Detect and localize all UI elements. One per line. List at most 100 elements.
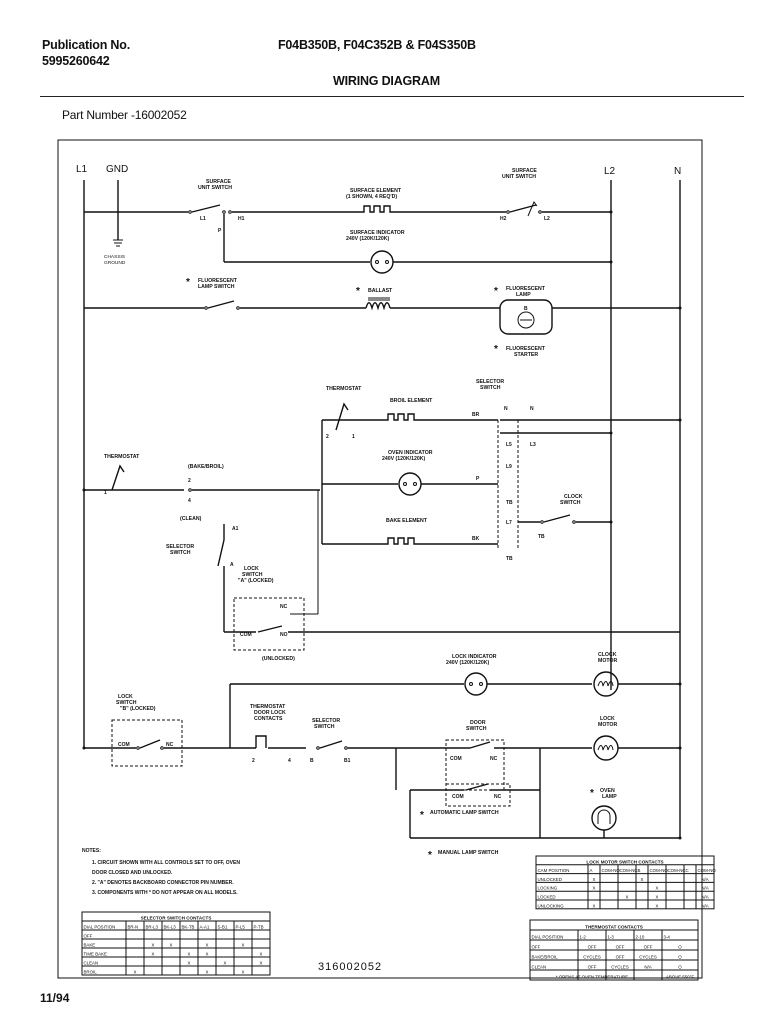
term-l9: L9 — [506, 464, 512, 470]
lock-motor-table-title: LOCK MOTOR SWITCH CONTACTS — [586, 859, 663, 864]
lock-motor-table-cell: X — [656, 886, 659, 891]
selector-table-cell: X — [206, 952, 209, 957]
selector-table-title: SELECTOR SWITCH CONTACTS — [141, 916, 212, 921]
selector-switch-left — [217, 539, 225, 567]
selector-table-header: BR-N — [128, 925, 139, 930]
lock-motor-table-header: C — [686, 868, 689, 873]
selector-table-cell: X — [224, 961, 227, 966]
term-fl-b: B — [524, 306, 528, 312]
surface-unit-switch-right — [506, 201, 542, 217]
bus-label-l1: L1 — [76, 164, 88, 175]
door-nc: NC — [490, 756, 498, 762]
term-bk: BK — [472, 536, 480, 542]
thermostat-table-title: THERMOSTAT CONTACTS — [585, 925, 643, 930]
term-p-oven: P — [476, 476, 480, 482]
thermostat-table-cell: OFF — [588, 945, 597, 950]
oven-lamp — [591, 805, 617, 831]
selector-table-cell: X — [260, 961, 263, 966]
note-line-2: DOOR CLOSED AND UNLOCKED. — [92, 870, 173, 876]
lock-b-nc: NC — [166, 742, 174, 748]
thermostat-table-header: 3-4 — [664, 935, 671, 940]
surface-indicator-lamp — [370, 250, 394, 274]
term-bb-2: 2 — [188, 478, 191, 484]
term-sel-b1: B1 — [344, 758, 351, 764]
ballast — [365, 297, 391, 311]
lock-switch-b-box — [111, 719, 183, 767]
note-line-3: 2. "A" DENOTES BACKBOARD CONNECTOR PIN N… — [92, 880, 234, 886]
term-tb-2: TB — [538, 534, 545, 540]
thermostat-table-header: 2-10 — [636, 935, 645, 940]
bus-label-n: N — [674, 166, 681, 177]
lock-indicator-lamp — [464, 672, 488, 696]
lock-motor-table-cell: N/A — [701, 877, 708, 882]
selector-table-cell: BROIL — [84, 970, 98, 975]
term-tdl-2: 2 — [252, 758, 255, 764]
selector-table-cell: X — [206, 943, 209, 948]
thermostat-table-cell: CYCLES — [583, 955, 601, 960]
term-tb-3: TB — [506, 556, 513, 562]
selector-table-header: BK-TB — [182, 925, 195, 930]
oven-lamp-star: * — [590, 788, 594, 799]
lock-b-com: COM — [118, 742, 130, 748]
automatic-lamp-switch-star: * — [420, 810, 424, 821]
bake-element-label: BAKE ELEMENT — [386, 518, 428, 524]
lock-motor — [593, 735, 619, 761]
model-numbers: F04B350B, F04C352B & F04S350B — [278, 38, 476, 52]
clock-switch — [543, 514, 571, 523]
lock-motor-table-header: COM-NO — [698, 868, 717, 873]
lock-motor-table-cell: UNLOCKING — [538, 903, 565, 908]
lock-motor-table-cell: X — [593, 903, 596, 908]
manual-lamp-switch-star: * — [428, 850, 432, 861]
part-number: Part Number -16002052 — [62, 108, 187, 122]
unlocked-label: (UNLOCKED) — [262, 656, 295, 662]
selector-table-header: P-L5 — [236, 925, 246, 930]
thermostat-table-cell: O — [678, 955, 682, 960]
lock-motor-table-cell: X — [593, 886, 596, 891]
drawing-number: 316002052 — [318, 961, 382, 973]
thermostat-table-cell: * OPENS AT OVEN TEMPERATURE — [556, 975, 628, 980]
surface-unit-switch-left-contact — [191, 204, 221, 213]
broil-element-label: BROIL ELEMENT — [390, 398, 433, 404]
surface-element-label: SURFACE ELEMENT(1 SHOWN, 4 REQ'D) — [346, 188, 402, 200]
thermostat-top — [335, 402, 349, 431]
clock-motor — [593, 671, 619, 697]
automatic-lamp-switch-box — [445, 783, 511, 807]
lock-motor-table-cell: X — [656, 903, 659, 908]
term-l2-surface: L2 — [544, 216, 550, 222]
clean-label: (CLEAN) — [180, 516, 202, 522]
selector-table-cell: X — [260, 952, 263, 957]
fluorescent-starter-star: * — [494, 344, 498, 355]
thermostat-table-cell: O — [678, 965, 682, 970]
surface-element — [360, 205, 394, 213]
selector-table-cell: X — [152, 943, 155, 948]
selector-table-header: BR-L3 — [146, 925, 159, 930]
lock-motor-table-cell: LOCKING — [538, 886, 558, 891]
thermostat-table-cell: CYCLES — [639, 955, 657, 960]
selector-table-cell: CLEAN — [84, 961, 99, 966]
thermostat-table-cell: CLEAN — [532, 965, 547, 970]
thermostat-top-label: THERMOSTAT — [326, 386, 362, 392]
fluorescent-lamp — [499, 299, 553, 335]
lock-a-com: COM — [240, 632, 252, 638]
term-thermo-2: 2 — [326, 434, 329, 440]
broil-element — [384, 413, 418, 421]
thermostat-table-cell: OFF — [616, 945, 625, 950]
selector-table-cell: TIME BAKE — [84, 952, 107, 957]
lock-motor-table-cell: X — [593, 877, 596, 882]
selector-table-cell: X — [134, 970, 137, 975]
term-br: BR — [472, 412, 480, 418]
